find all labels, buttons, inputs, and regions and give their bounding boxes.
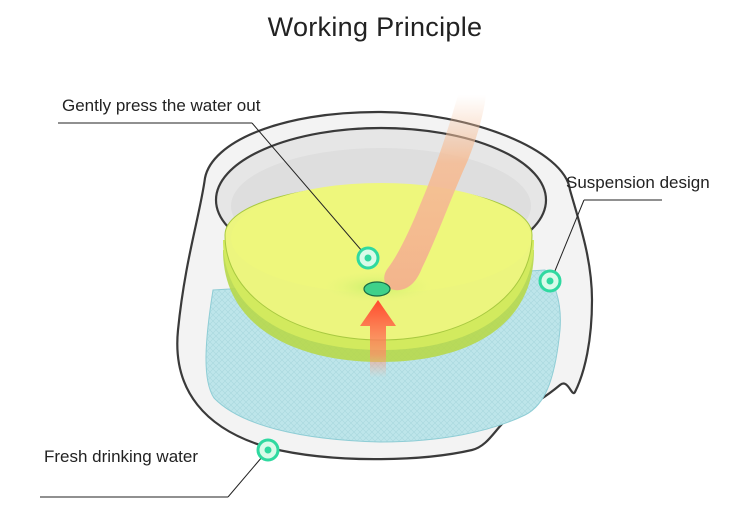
label-press-water: Gently press the water out [62,96,261,115]
diagram-title: Working Principle [267,12,483,42]
label-suspension-design: Suspension design [566,173,710,192]
marker-dot-icon [256,438,280,462]
up-arrow-icon [360,300,396,378]
marker-dot-icon [356,246,380,270]
press-button [363,281,391,297]
finger-icon [384,95,486,291]
leader-suspension [549,199,585,284]
marker-dot-icon [538,269,562,293]
label-fresh-water: Fresh drinking water [44,447,199,466]
